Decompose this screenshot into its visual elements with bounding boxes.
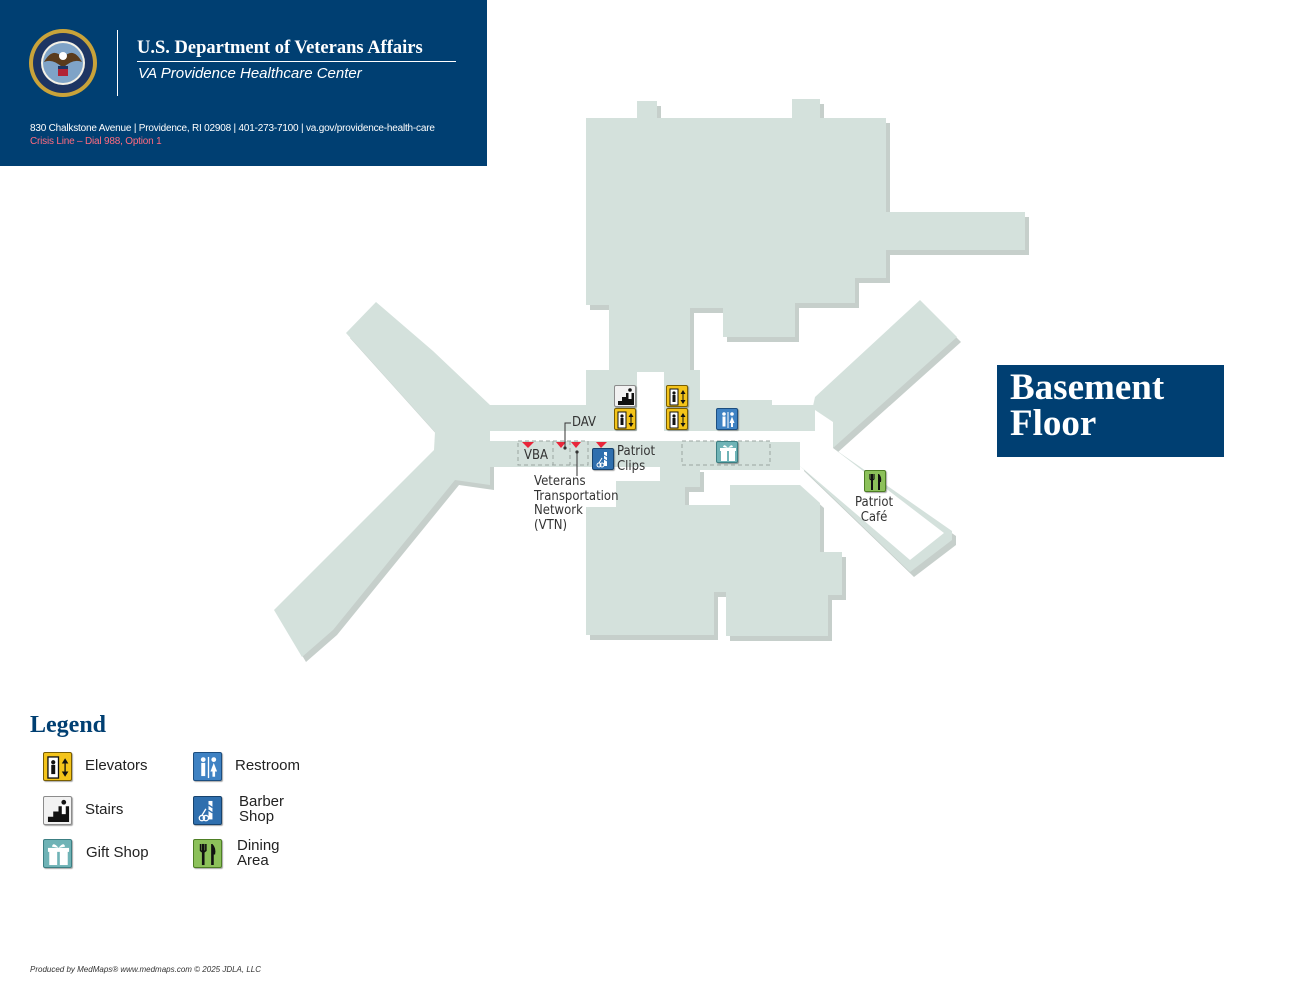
entrance-marker bbox=[596, 442, 607, 448]
dining-icon bbox=[864, 470, 886, 492]
elevator-icon bbox=[666, 385, 688, 407]
restroom-icon bbox=[716, 408, 738, 430]
restroom-icon bbox=[193, 752, 222, 781]
legend-label-elevators: Elevators bbox=[85, 757, 148, 774]
floor-title: Basement Floor bbox=[1010, 367, 1165, 444]
stairs-icon bbox=[614, 385, 636, 407]
facility-name: VA Providence Healthcare Center bbox=[138, 65, 362, 82]
elevator-icon bbox=[666, 408, 688, 430]
patriot-clips-label: Patriot Clips bbox=[617, 444, 656, 474]
dav-point bbox=[563, 446, 567, 450]
credit-line: Produced by MedMaps® www.medmaps.com © 2… bbox=[30, 965, 261, 974]
dining-icon bbox=[193, 839, 222, 868]
west-wing bbox=[274, 302, 490, 657]
east-wing-shadow bbox=[804, 305, 961, 577]
legend-label-barber-shop: Barber Shop bbox=[239, 793, 285, 825]
barber-shop-icon bbox=[592, 448, 614, 470]
va-seal-icon bbox=[29, 29, 97, 97]
header-divider bbox=[117, 30, 118, 96]
entrance-marker bbox=[522, 442, 534, 448]
vba-label: VBA bbox=[524, 448, 549, 463]
facility-address: 830 Chalkstone Avenue | Providence, RI 0… bbox=[30, 123, 435, 134]
crisis-line: Crisis Line – Dial 988, Option 1 bbox=[30, 136, 162, 147]
gift-shop-icon bbox=[716, 441, 738, 463]
main-corridor bbox=[490, 431, 815, 442]
vtn-walkway bbox=[586, 467, 616, 507]
barber-shop-icon bbox=[193, 796, 222, 825]
legend-label-dining-area: Dining Area bbox=[237, 837, 280, 869]
north-building bbox=[586, 99, 1025, 370]
legend-label-gift-shop: Gift Shop bbox=[86, 844, 149, 861]
elevator-hall bbox=[637, 372, 664, 431]
gift-shop-icon bbox=[43, 839, 72, 868]
entrance-marker bbox=[571, 442, 581, 448]
entrance-marker bbox=[556, 442, 566, 448]
vtn-label: Veterans Transportation Network (VTN) bbox=[534, 474, 619, 533]
dav-label: DAV bbox=[572, 415, 597, 430]
department-name: U.S. Department of Veterans Affairs bbox=[137, 38, 423, 58]
department-underline bbox=[137, 61, 456, 62]
dav-leader-line bbox=[564, 422, 571, 447]
header-banner: U.S. Department of Veterans Affairs VA P… bbox=[0, 0, 487, 166]
vtn-point bbox=[575, 450, 579, 454]
stairs-icon bbox=[43, 796, 72, 825]
east-wing bbox=[800, 300, 957, 572]
legend-label-stairs: Stairs bbox=[85, 801, 124, 818]
elevator-icon bbox=[43, 752, 72, 781]
legend-label-restroom: Restroom bbox=[235, 757, 301, 774]
floor-title-box: Basement Floor bbox=[997, 365, 1224, 457]
legend-title: Legend bbox=[30, 712, 107, 738]
patriot-cafe-label: Patriot Café bbox=[855, 495, 894, 525]
elevator-icon bbox=[614, 408, 636, 430]
south-building bbox=[586, 467, 842, 636]
